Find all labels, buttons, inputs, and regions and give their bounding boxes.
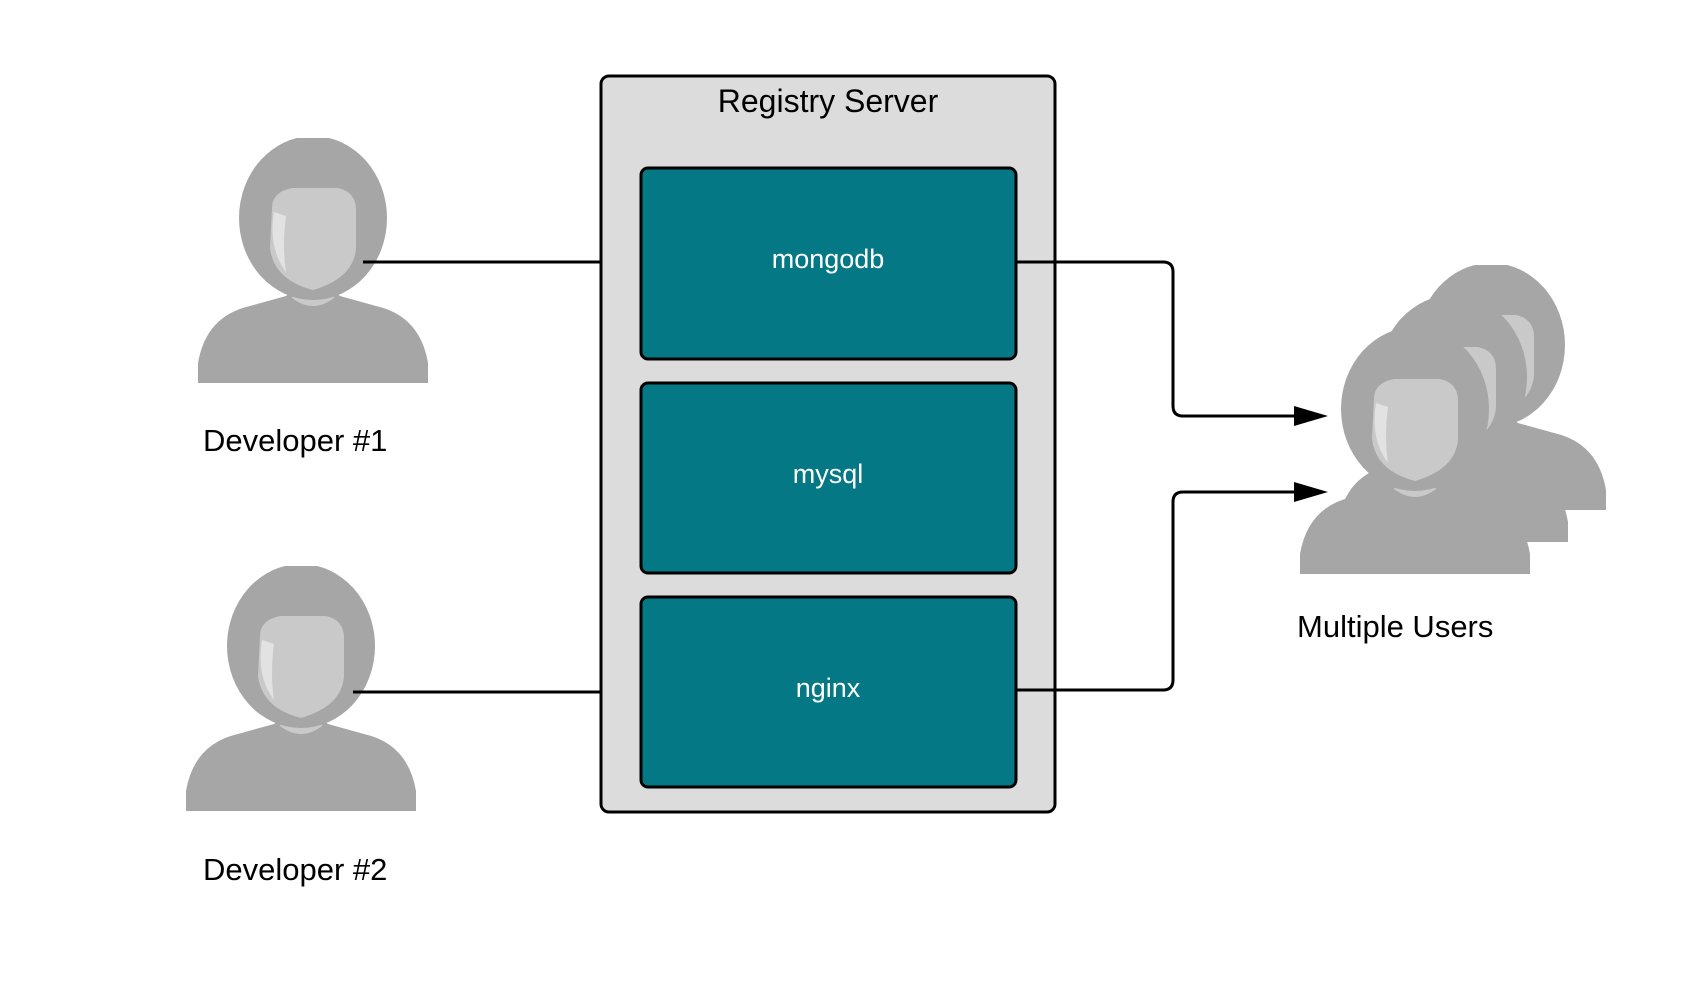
arrow-head-top-icon xyxy=(1294,406,1328,426)
service-box-mysql xyxy=(639,381,1018,575)
connector-mongodb-to-users xyxy=(1016,260,1298,418)
connector-nginx-to-users xyxy=(1016,490,1298,692)
service-label-mysql: mysql xyxy=(793,459,864,489)
multiple-users-label: Multiple Users xyxy=(1297,609,1493,644)
developer-2-avatar-icon xyxy=(186,566,416,811)
service-box-nginx xyxy=(639,595,1018,789)
service-label-nginx: nginx xyxy=(796,673,861,703)
multiple-users-icon xyxy=(1300,265,1606,574)
service-label-mongodb: mongodb xyxy=(772,244,885,274)
registry-server-title: Registry Server xyxy=(718,83,939,119)
developer-1-label: Developer #1 xyxy=(203,423,387,458)
developer-2-label: Developer #2 xyxy=(203,852,387,887)
arrow-head-bottom-icon xyxy=(1294,482,1328,502)
developer-1-avatar-icon xyxy=(198,138,428,383)
